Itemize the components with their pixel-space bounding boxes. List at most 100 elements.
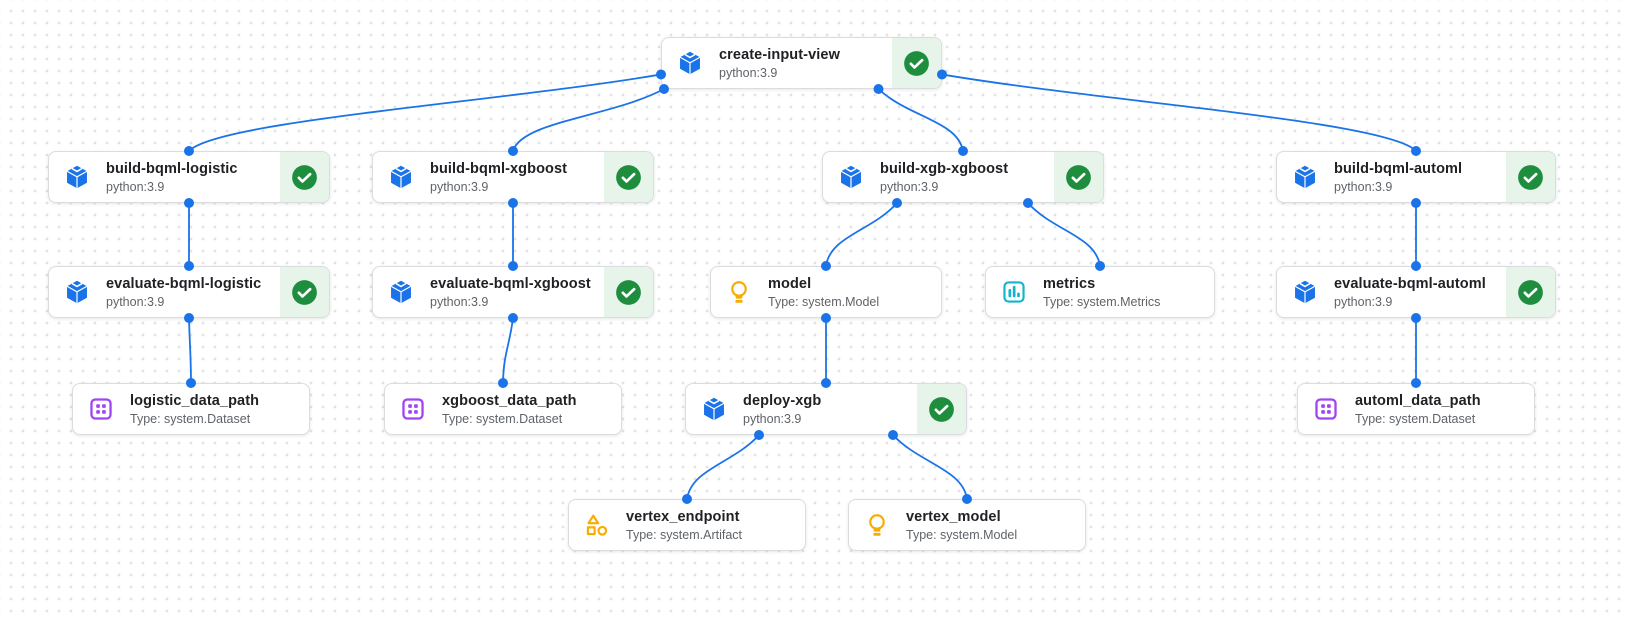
edge-create-input-view-to-build-bqml-automl — [941, 73, 1417, 152]
node-build-bqml-automl[interactable]: build-bqml-automl python:3.9 — [1276, 151, 1556, 203]
component-cube-icon — [838, 164, 864, 190]
node-evaluate-bqml-xgboost[interactable]: evaluate-bqml-xgboost python:3.9 — [372, 266, 654, 318]
node-subtitle: Type: system.Dataset — [1355, 411, 1476, 426]
metrics-chart-icon — [1001, 279, 1027, 305]
node-subtitle: python:3.9 — [743, 411, 802, 426]
node-texts: xgboost_data_path Type: system.Dataset — [442, 393, 577, 426]
node-texts: create-input-view python:3.9 — [719, 47, 840, 80]
node-title: build-xgb-xgboost — [880, 160, 1009, 177]
edge-create-input-view-to-build-bqml-logistic — [188, 73, 662, 152]
node-deploy-xgb[interactable]: deploy-xgb python:3.9 — [685, 383, 967, 435]
component-cube-icon — [388, 164, 414, 190]
component-cube-icon — [677, 50, 703, 76]
node-subtitle: python:3.9 — [430, 179, 489, 194]
node-texts: metrics Type: system.Metrics — [1043, 276, 1160, 309]
model-lightbulb-icon — [726, 279, 752, 305]
component-cube-icon — [1292, 279, 1318, 305]
edge-create-input-view-to-build-xgb-xgboost — [877, 88, 964, 152]
node-texts: evaluate-bqml-xgboost python:3.9 — [430, 276, 591, 309]
node-metrics[interactable]: metrics Type: system.Metrics — [985, 266, 1215, 318]
node-title: build-bqml-logistic — [106, 160, 238, 177]
edge-build-xgb-xgboost-to-model — [825, 202, 898, 267]
edge-deploy-xgb-to-vertex_endpoint — [686, 434, 760, 500]
node-evaluate-bqml-logistic[interactable]: evaluate-bqml-logistic python:3.9 — [48, 266, 330, 318]
node-texts: deploy-xgb python:3.9 — [743, 393, 821, 426]
status-section — [1506, 267, 1555, 317]
node-texts: build-bqml-xgboost python:3.9 — [430, 161, 567, 194]
node-subtitle: Type: system.Dataset — [130, 411, 251, 426]
success-check-icon — [1517, 164, 1544, 191]
node-vertex_endpoint[interactable]: vertex_endpoint Type: system.Artifact — [568, 499, 806, 551]
node-build-xgb-xgboost[interactable]: build-xgb-xgboost python:3.9 — [822, 151, 1104, 203]
node-texts: vertex_model Type: system.Model — [906, 509, 1017, 542]
node-texts: build-bqml-automl python:3.9 — [1334, 161, 1462, 194]
dataset-grid-icon — [88, 396, 114, 422]
status-section — [917, 384, 966, 434]
node-texts: model Type: system.Model — [768, 276, 879, 309]
node-logistic_data_path[interactable]: logistic_data_path Type: system.Dataset — [72, 383, 310, 435]
node-subtitle: Type: system.Dataset — [442, 411, 563, 426]
success-check-icon — [1517, 279, 1544, 306]
node-subtitle: python:3.9 — [1334, 294, 1393, 309]
component-cube-icon — [1292, 164, 1318, 190]
node-title: build-bqml-automl — [1334, 160, 1463, 177]
component-cube-icon — [64, 279, 90, 305]
node-subtitle: Type: system.Model — [906, 527, 1018, 542]
node-subtitle: python:3.9 — [1334, 179, 1393, 194]
status-section — [604, 267, 653, 317]
node-title: create-input-view — [719, 46, 840, 63]
edge-evaluate-bqml-logistic-to-logistic_data_path — [188, 317, 192, 384]
status-section — [280, 152, 329, 202]
node-title: metrics — [1043, 275, 1096, 292]
node-texts: evaluate-bqml-logistic python:3.9 — [106, 276, 261, 309]
node-vertex_model[interactable]: vertex_model Type: system.Model — [848, 499, 1086, 551]
success-check-icon — [615, 164, 642, 191]
component-cube-icon — [701, 396, 727, 422]
component-cube-icon — [64, 164, 90, 190]
node-title: evaluate-bqml-automl — [1334, 275, 1486, 292]
node-subtitle: python:3.9 — [106, 294, 165, 309]
success-check-icon — [291, 164, 318, 191]
node-subtitle: Type: system.Model — [768, 294, 880, 309]
node-xgboost_data_path[interactable]: xgboost_data_path Type: system.Dataset — [384, 383, 622, 435]
success-check-icon — [903, 50, 930, 77]
node-texts: vertex_endpoint Type: system.Artifact — [626, 509, 742, 542]
node-title: evaluate-bqml-xgboost — [430, 275, 591, 292]
edge-evaluate-bqml-xgboost-to-xgboost_data_path — [502, 317, 514, 384]
artifact-shapes-icon — [584, 512, 610, 538]
node-build-bqml-logistic[interactable]: build-bqml-logistic python:3.9 — [48, 151, 330, 203]
node-subtitle: python:3.9 — [719, 65, 778, 80]
node-automl_data_path[interactable]: automl_data_path Type: system.Dataset — [1297, 383, 1535, 435]
status-section — [280, 267, 329, 317]
node-title: xgboost_data_path — [442, 392, 577, 409]
node-title: automl_data_path — [1355, 392, 1481, 409]
node-texts: evaluate-bqml-automl python:3.9 — [1334, 276, 1486, 309]
model-lightbulb-icon — [864, 512, 890, 538]
dataset-grid-icon — [400, 396, 426, 422]
node-evaluate-bqml-automl[interactable]: evaluate-bqml-automl python:3.9 — [1276, 266, 1556, 318]
node-title: build-bqml-xgboost — [430, 160, 568, 177]
node-subtitle: Type: system.Artifact — [626, 527, 743, 542]
node-subtitle: python:3.9 — [106, 179, 165, 194]
node-texts: automl_data_path Type: system.Dataset — [1355, 393, 1481, 426]
edge-build-xgb-xgboost-to-metrics — [1027, 202, 1101, 267]
status-section — [604, 152, 653, 202]
node-texts: logistic_data_path Type: system.Dataset — [130, 393, 259, 426]
success-check-icon — [615, 279, 642, 306]
node-title: vertex_model — [906, 508, 1001, 525]
node-title: evaluate-bqml-logistic — [106, 275, 262, 292]
node-create-input-view[interactable]: create-input-view python:3.9 — [661, 37, 942, 89]
node-texts: build-bqml-logistic python:3.9 — [106, 161, 238, 194]
status-section — [1506, 152, 1555, 202]
component-cube-icon — [388, 279, 414, 305]
node-build-bqml-xgboost[interactable]: build-bqml-xgboost python:3.9 — [372, 151, 654, 203]
node-subtitle: python:3.9 — [880, 179, 939, 194]
edge-create-input-view-to-build-bqml-xgboost — [512, 88, 665, 152]
node-model[interactable]: model Type: system.Model — [710, 266, 942, 318]
node-title: deploy-xgb — [743, 392, 822, 409]
node-subtitle: Type: system.Metrics — [1043, 294, 1161, 309]
success-check-icon — [1065, 164, 1092, 191]
node-title: logistic_data_path — [130, 392, 260, 409]
node-subtitle: python:3.9 — [430, 294, 489, 309]
